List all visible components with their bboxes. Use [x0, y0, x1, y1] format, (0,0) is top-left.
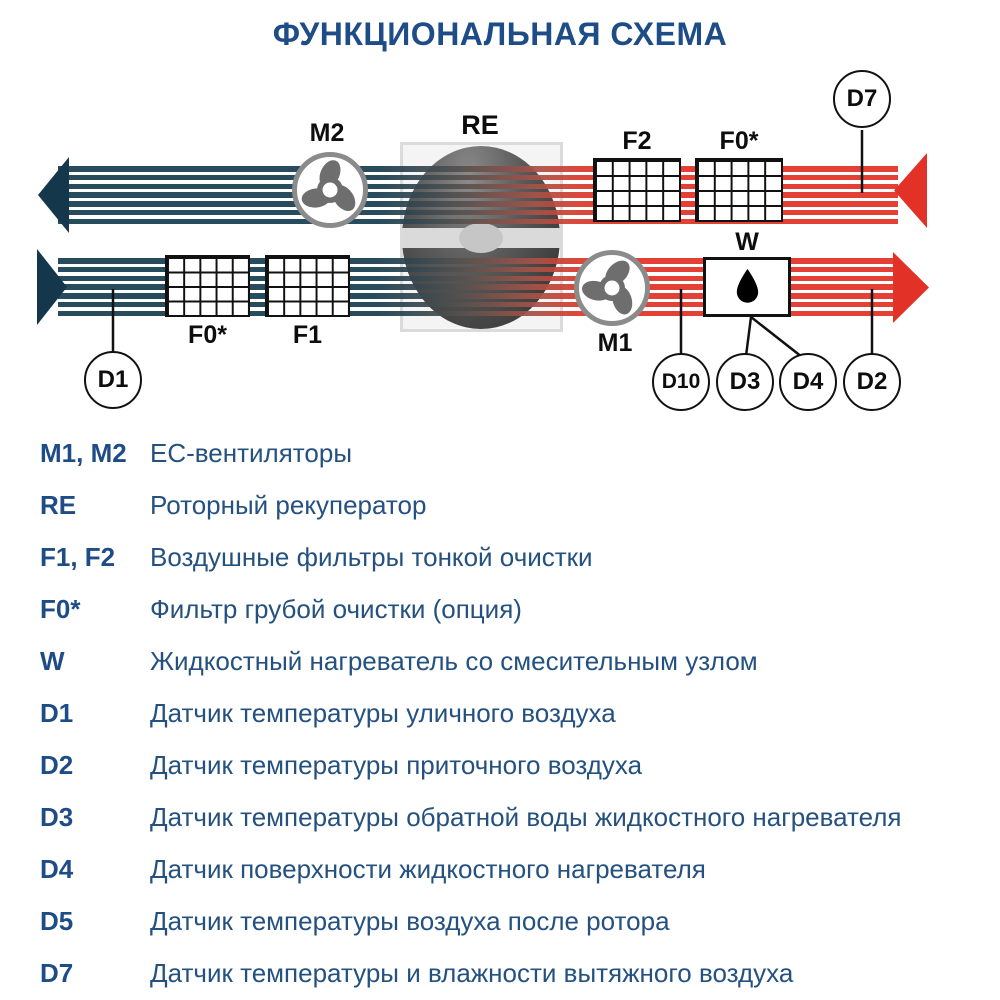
rotor-hub — [459, 223, 503, 253]
sensor-d4-badge: D4 — [779, 353, 837, 411]
page-title: ФУНКЦИОНАЛЬНАЯ СХЕМА — [272, 16, 728, 52]
extract-arrow-tail-icon — [894, 153, 927, 228]
legend-description: Воздушные фильтры тонкой очистки — [150, 541, 593, 572]
legend-row: F1, F2 Воздушные фильтры тонкой очистки — [40, 531, 902, 583]
legend-key: D5 — [40, 905, 74, 936]
legend-key: D4 — [40, 853, 74, 884]
legend-description: Датчик температуры воздуха после ротора — [150, 905, 670, 936]
legend-row: M1, M2 ЕС-вентиляторы — [40, 427, 902, 479]
label-w: W — [735, 228, 759, 256]
legend-description: Роторный рекуператор — [150, 489, 427, 520]
legend-row: RE Роторный рекуператор — [40, 479, 902, 531]
exhaust-arrow-head-icon — [38, 157, 69, 233]
legend-row: D2 Датчик температуры приточного воздуха — [40, 739, 902, 791]
label-m1: M1 — [597, 329, 633, 357]
legend-key: D2 — [40, 749, 74, 780]
filter-f2-box — [593, 158, 681, 222]
legend-key: D7 — [40, 957, 74, 988]
legend-row: D4 Датчик поверхности жидкостного нагрева… — [40, 843, 902, 895]
water-heater-box — [703, 257, 791, 317]
fan-m2-icon — [290, 150, 370, 230]
legend-key: D3 — [40, 801, 74, 832]
legend-row: W Жидкостный нагреватель со смесительным … — [40, 635, 902, 687]
legend-row: D5 Датчик температуры воздуха после ротор… — [40, 895, 902, 947]
label-f0-top: F0* — [719, 127, 759, 155]
supply-air-stream — [58, 258, 896, 316]
legend-key: F0* — [40, 593, 81, 624]
filter-f1-box — [265, 255, 350, 317]
legend-description: Жидкостный нагреватель со смесительным у… — [150, 645, 758, 676]
extract-air-stream — [58, 166, 898, 224]
legend-description: Датчик температуры уличного воздуха — [150, 697, 616, 728]
legend-description: Датчик температуры обратной воды жидкост… — [150, 801, 902, 832]
label-f2: F2 — [622, 127, 652, 155]
legend-row: D7 Датчик температуры и влажности вытяжно… — [40, 947, 902, 999]
sensor-d7-badge: D7 — [833, 70, 891, 128]
sensor-d2-badge: D2 — [843, 353, 901, 411]
legend-description: Датчик температуры приточного воздуха — [150, 749, 643, 780]
legend-description: Датчик поверхности жидкостного нагревате… — [150, 853, 706, 884]
label-re: RE — [461, 110, 499, 140]
legend-description: Датчик температуры и влажности вытяжного… — [150, 957, 794, 988]
fan-m1-icon — [572, 248, 652, 328]
legend-key: W — [40, 645, 65, 676]
sensor-d10-badge: D10 — [652, 353, 710, 411]
legend-description: ЕС-вентиляторы — [150, 437, 353, 468]
legend-key: D1 — [40, 697, 74, 728]
supply-arrow-head-icon — [893, 252, 929, 323]
legend-row: D3 Датчик температуры обратной воды жидко… — [40, 791, 902, 843]
legend-key: RE — [40, 489, 77, 520]
legend-row: F0* Фильтр грубой очистки (опция) — [40, 583, 902, 635]
label-f0-bottom: F0* — [188, 321, 227, 349]
filter-f0-bottom-box — [165, 255, 250, 317]
legend-description: Фильтр грубой очистки (опция) — [150, 593, 522, 624]
sensor-d1-badge: D1 — [84, 351, 142, 409]
filter-f0-top-box — [695, 158, 783, 222]
sensor-d3-badge: D3 — [716, 353, 774, 411]
label-f1: F1 — [292, 321, 323, 349]
legend-key: F1, F2 — [40, 541, 116, 572]
legend-row: D1 Датчик температуры уличного воздуха — [40, 687, 902, 739]
label-m2: M2 — [309, 119, 345, 147]
legend-key: M1, M2 — [40, 437, 127, 468]
water-drop-icon — [736, 269, 758, 303]
